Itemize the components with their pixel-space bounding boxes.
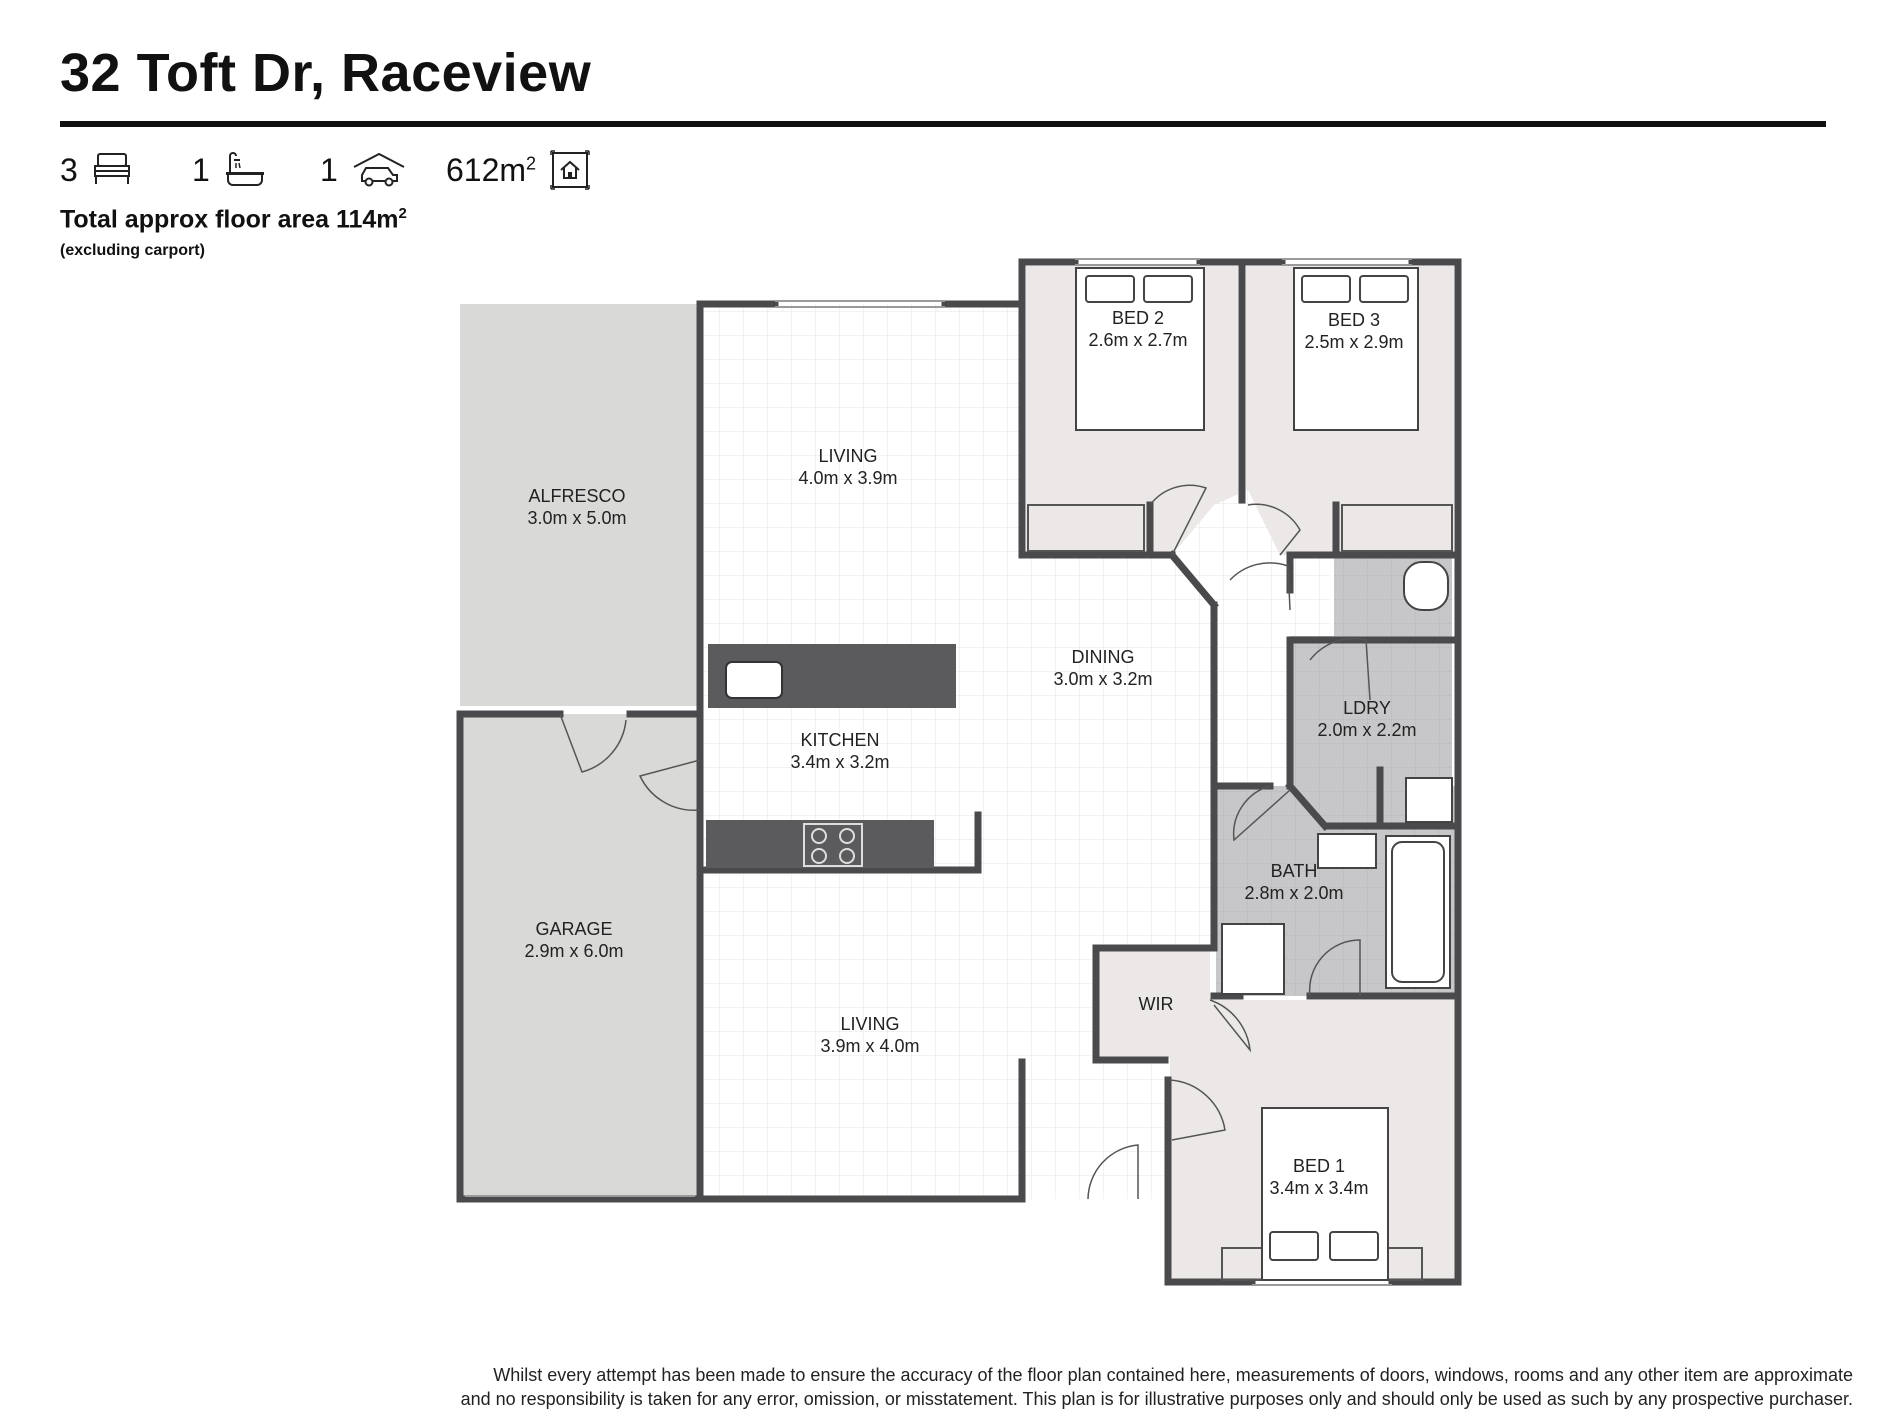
- wir-floor: [1098, 948, 1210, 1058]
- wir-name: WIR: [1139, 994, 1174, 1014]
- kitchen-bench: [706, 820, 934, 868]
- property-address: 32 Toft Dr, Raceview: [60, 43, 592, 103]
- disclaimer-line-2: and no responsibility is taken for any e…: [460, 1389, 1853, 1409]
- living-bottom-size: 3.9m x 4.0m: [820, 1036, 919, 1056]
- bedrooms-count: 3: [60, 152, 78, 188]
- bath-size: 2.8m x 2.0m: [1244, 883, 1343, 903]
- living-top-size: 4.0m x 3.9m: [798, 468, 897, 488]
- land-area-stat: 612m2: [446, 150, 590, 190]
- bed2-size: 2.6m x 2.7m: [1088, 330, 1187, 350]
- bathrooms-count: 1: [192, 152, 210, 188]
- shower: [1221, 923, 1285, 995]
- car-icon: [353, 152, 405, 187]
- ldry-name: LDRY: [1343, 698, 1391, 718]
- laundry-tub: [1405, 777, 1453, 823]
- parking-count: 1: [320, 152, 338, 188]
- dining-name: DINING: [1072, 647, 1135, 667]
- kitchen-sink: [725, 661, 783, 699]
- kitchen-name: KITCHEN: [800, 730, 879, 750]
- alfresco-name: ALFRESCO: [528, 486, 625, 506]
- bed3-bed: [1293, 267, 1419, 431]
- cooktop: [803, 823, 863, 867]
- toilet: [1403, 561, 1449, 611]
- bed1-size: 3.4m x 3.4m: [1269, 1178, 1368, 1198]
- land-area-icon: [550, 150, 590, 190]
- parking-stat: 1: [320, 150, 406, 190]
- living-top-name: LIVING: [818, 446, 877, 466]
- floor-area-note: (excluding carport): [60, 242, 205, 259]
- bath-icon: [225, 152, 264, 186]
- bed2-name: BED 2: [1112, 308, 1164, 328]
- garage-size: 2.9m x 6.0m: [524, 941, 623, 961]
- bath-name: BATH: [1271, 861, 1318, 881]
- alfresco-floor: [460, 304, 700, 706]
- bed2-bed: [1075, 267, 1205, 431]
- bed1-bed: [1261, 1107, 1389, 1281]
- alfresco-size: 3.0m x 5.0m: [527, 508, 626, 528]
- bed3-size: 2.5m x 2.9m: [1304, 332, 1403, 352]
- kitchen-size: 3.4m x 3.2m: [790, 752, 889, 772]
- bathrooms-stat: 1: [192, 150, 266, 190]
- main-living-floor: [700, 304, 1212, 1199]
- ldry-size: 2.0m x 2.2m: [1317, 720, 1416, 740]
- title-divider: [60, 121, 1826, 127]
- land-area-value: 612m2: [446, 152, 537, 188]
- bed-icon: [93, 153, 130, 184]
- garage-floor: [460, 714, 700, 1199]
- bathtub: [1385, 835, 1451, 989]
- disclaimer-line-1: Whilst every attempt has been made to en…: [493, 1365, 1853, 1385]
- floor-area-label: Total approx floor area 114m2: [60, 205, 407, 234]
- bed3-name: BED 3: [1328, 310, 1380, 330]
- vanity: [1317, 833, 1377, 869]
- living-bottom-name: LIVING: [840, 1014, 899, 1034]
- garage-name: GARAGE: [535, 919, 612, 939]
- disclaimer: Whilst every attempt has been made to en…: [253, 1363, 1853, 1411]
- bedrooms-stat: 3: [60, 150, 132, 190]
- bed1-name: BED 1: [1293, 1156, 1345, 1176]
- dining-size: 3.0m x 3.2m: [1053, 669, 1152, 689]
